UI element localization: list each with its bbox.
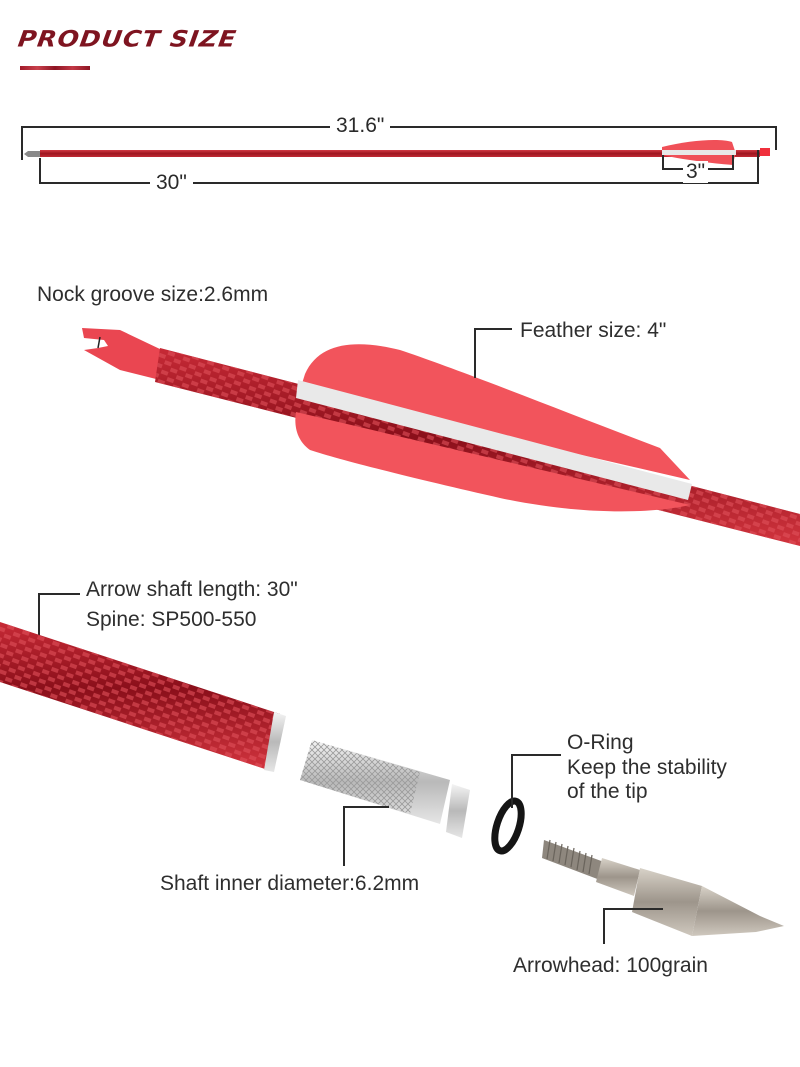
total-length-label: 31.6" — [330, 115, 391, 137]
dimension-line-total — [21, 126, 777, 128]
shaft-leader-v — [38, 593, 40, 639]
shaft-leader-h — [38, 593, 80, 595]
shaft-callout-length: Arrow shaft length: 30" — [86, 578, 298, 601]
fletch-length-label: 3" — [683, 161, 709, 183]
arrowhead-leader-h — [603, 908, 663, 910]
insert-callout: Shaft inner diameter:6.2mm — [160, 872, 420, 895]
oring-callout-desc-1: Keep the stability — [567, 756, 727, 779]
insert-leader-v — [343, 806, 345, 866]
nock-callout: Nock groove size:2.6mm — [37, 283, 269, 306]
feather-leader-v — [474, 328, 476, 378]
feather-leader-h — [474, 328, 512, 330]
fletch-tick-left — [662, 155, 664, 170]
oring-leader-h — [511, 754, 561, 756]
oring-callout-title: O-Ring — [567, 731, 634, 754]
shaft-tick-right — [757, 150, 759, 184]
dimension-tick-left — [21, 126, 23, 160]
oring-leader-v — [511, 754, 513, 808]
nock-feather-illustration — [82, 328, 800, 546]
arrowhead-callout: Arrowhead: 100grain — [513, 954, 708, 977]
shaft-callout-spine: Spine: SP500-550 — [86, 608, 257, 631]
dimension-tick-right — [775, 126, 777, 150]
components-illustration — [0, 622, 784, 936]
arrowhead-leader-v — [603, 908, 605, 944]
fletch-tick-right — [732, 155, 734, 170]
oring-callout-desc-2: of the tip — [567, 780, 648, 803]
title-underline — [20, 66, 90, 70]
feather-callout: Feather size: 4" — [520, 319, 667, 342]
dimension-line-shaft — [39, 182, 759, 184]
overview-arrow — [24, 139, 770, 165]
shaft-length-label: 30" — [150, 172, 193, 194]
shaft-tick-left — [39, 158, 41, 184]
insert-leader-h — [343, 806, 389, 808]
